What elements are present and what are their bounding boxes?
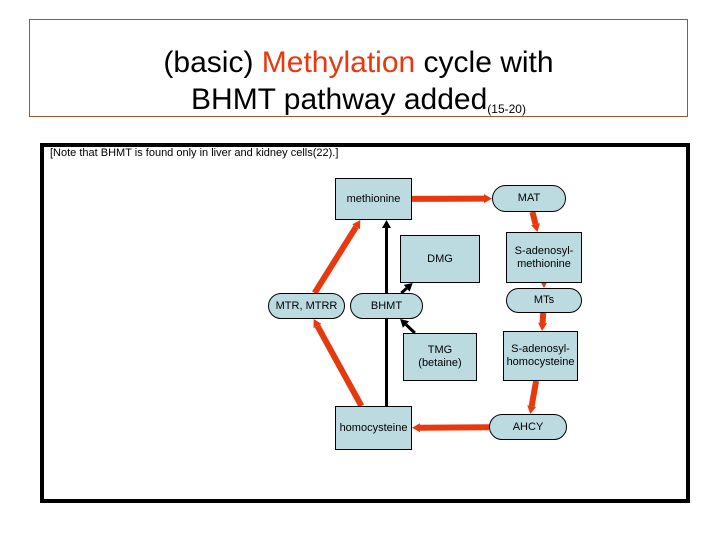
node-label-dmg: DMG — [427, 252, 453, 265]
node-sah: S-adenosyl- homocysteine — [503, 331, 578, 381]
node-ahcy: AHCY — [489, 414, 567, 440]
node-label-methionine: methionine — [346, 192, 401, 205]
title-text-pre: (basic) — [163, 46, 262, 79]
node-sam: S-adenosyl- methionine — [506, 232, 582, 283]
edge-sah-to-ahcy — [527, 380, 540, 414]
node-tmg: TMG (betaine) — [403, 333, 477, 381]
edge-homocysteine-to-mtr_mtrr — [313, 319, 365, 408]
edge-mat-to-sam — [529, 211, 540, 232]
node-label-ahcy: AHCY — [512, 420, 544, 433]
title-reference-sup: (15-20) — [487, 102, 526, 116]
title-line-1: (basic) Methylation cycle with — [30, 46, 687, 80]
node-mat: MAT — [492, 185, 566, 212]
node-label-tmg: TMG (betaine) — [418, 344, 462, 369]
node-label-mts: MTs — [533, 294, 555, 306]
node-label-homocysteine: homocysteine — [339, 421, 408, 434]
edge-methionine-to-mat — [411, 194, 492, 204]
node-bhmt: BHMT — [350, 293, 423, 319]
edge-ahcy-to-homocysteine — [412, 423, 490, 433]
node-homocysteine: homocysteine — [335, 406, 412, 450]
node-label-mtr_mtrr: MTR, MTRR — [275, 299, 338, 312]
node-mts: MTs — [506, 288, 582, 313]
title-text-highlight: Methylation — [261, 46, 416, 79]
title-text-line2: BHMT pathway added — [191, 83, 488, 116]
title-text-post: cycle with — [415, 46, 554, 79]
node-label-mat: MAT — [517, 192, 541, 204]
diagram-note: [Note that BHMT is found only in liver a… — [50, 147, 339, 159]
edge-mts-to-sah — [538, 312, 548, 331]
edge-tmg-to-bhmt — [400, 319, 416, 335]
edge-mtr_mtrr-to-methionine — [312, 220, 361, 295]
node-methionine: methionine — [335, 178, 412, 220]
node-dmg: DMG — [400, 235, 480, 283]
title-box: (basic) Methylation cycle with BHMT path… — [29, 19, 688, 117]
node-mtr_mtrr: MTR, MTRR — [268, 293, 345, 319]
node-label-sah: S-adenosyl- homocysteine — [506, 343, 575, 368]
edge-bhmt-to-dmg — [400, 283, 413, 295]
node-label-bhmt: BHMT — [370, 299, 403, 312]
node-label-sam: S-adenosyl- methionine — [514, 244, 574, 270]
title-line-2: BHMT pathway added(15-20) — [30, 83, 687, 122]
